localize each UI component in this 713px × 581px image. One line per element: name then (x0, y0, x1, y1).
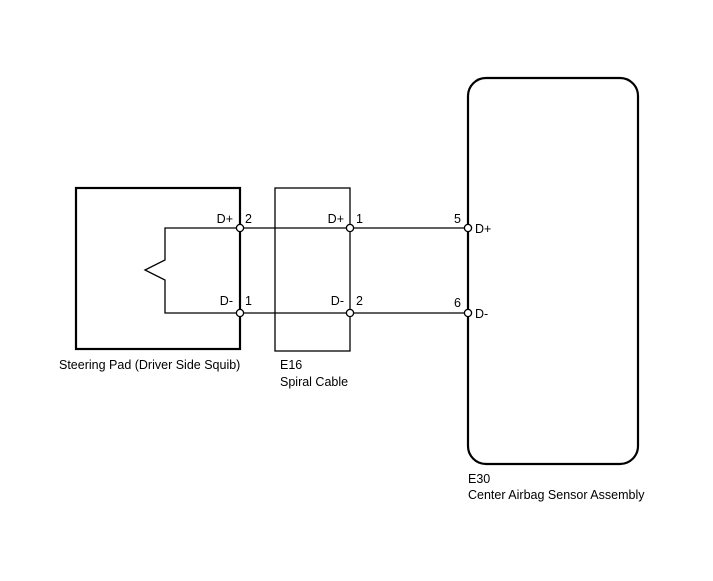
terminal-pad-dplus (235, 223, 245, 233)
spiral-cable-code: E16 (280, 358, 302, 372)
sensor-dplus-pin: 5 (454, 212, 461, 226)
airbag-sensor-box (466, 76, 640, 466)
spiral-cable-box (274, 187, 351, 352)
pad-dminus-label: D- (220, 294, 233, 308)
terminal-pad-dminus (235, 308, 245, 318)
sensor-dplus-label: D+ (475, 222, 491, 236)
terminal-spiral-dminus (345, 308, 355, 318)
spiral-dminus-label: D- (331, 294, 344, 308)
steering-pad-name: Steering Pad (Driver Side Squib) (59, 358, 240, 372)
airbag-sensor-code: E30 (468, 472, 490, 486)
pad-dplus-label: D+ (217, 212, 233, 226)
steering-pad-box (74, 186, 242, 351)
terminal-spiral-dplus (345, 223, 355, 233)
terminal-sensor-dminus (463, 308, 473, 318)
spiral-dminus-pin: 2 (356, 294, 363, 308)
squib-element (143, 227, 240, 314)
spiral-dplus-pin: 1 (356, 212, 363, 226)
sensor-dminus-label: D- (475, 307, 488, 321)
pad-dminus-pin: 1 (245, 294, 252, 308)
sensor-dminus-pin: 6 (454, 296, 461, 310)
spiral-dplus-label: D+ (328, 212, 344, 226)
pad-dplus-pin: 2 (245, 212, 252, 226)
spiral-cable-name: Spiral Cable (280, 375, 348, 389)
terminal-sensor-dplus (463, 223, 473, 233)
airbag-sensor-name: Center Airbag Sensor Assembly (468, 488, 645, 502)
